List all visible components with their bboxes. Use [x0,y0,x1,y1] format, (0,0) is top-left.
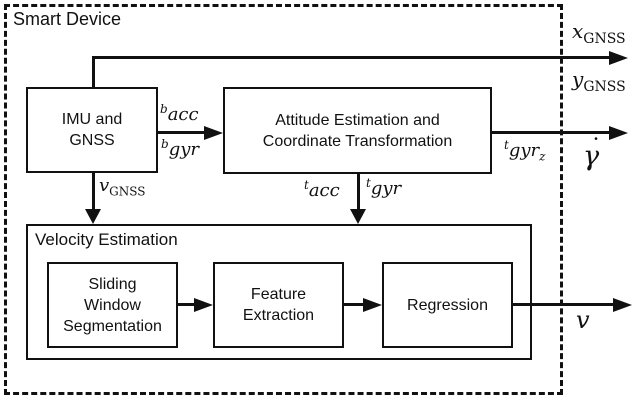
label-t-gyr-z: tgyrz [504,138,546,164]
sliding-label-line1: Sliding [88,275,137,293]
feature-regression-arrowhead-icon [363,297,382,312]
attitude-label-line2: Coordinate Transformation [262,132,453,150]
velocity-estimation-label: Velocity Estimation [35,230,178,249]
sliding-label-line2: Window [84,296,141,314]
feature-label-line1: Feature [250,286,307,303]
label-b-gyr: bgyr [161,137,199,160]
smart-device-boundary [4,4,563,395]
regression-block: Regression [382,262,513,348]
feature-label-line2: Extraction [242,307,315,324]
yaw-output-arrowhead-icon [609,125,628,140]
label-b-acc: bacc [160,102,199,125]
gnss-output-arrowhead-icon [609,51,628,65]
imu-gnss-label-line2: GNSS [69,132,115,149]
regression-label: Regression [407,296,488,314]
attitude-block: Attitude Estimation and Coordinate Trans… [223,87,492,174]
label-gamma-dot: ˙γ [583,134,602,172]
attitude-label-line1: Attitude Estimation and [275,111,440,129]
imu-velocity-line [92,173,95,209]
imu-gnss-label-line1: IMU and [61,111,123,128]
feature-extraction-block: Feature Extraction [213,262,344,348]
label-y-gnss: yGNSS [572,67,626,95]
imu-gnss-block: IMU and GNSS [26,87,158,173]
label-v-output: v [576,306,590,334]
velocity-output-line [513,303,613,306]
label-t-gyr: tgyr [366,176,402,199]
imu-attitude-line [158,131,205,134]
sliding-feature-line [178,303,195,306]
sliding-feature-arrowhead-icon [194,297,213,312]
label-x-gnss: xGNSS [572,19,626,47]
attitude-velocity-arrowhead-icon [350,209,366,224]
imu-attitude-arrowhead-icon [204,125,223,140]
attitude-velocity-line [357,174,360,209]
dot-accent-icon: ˙ [590,134,602,162]
sliding-label-line3: Segmentation [63,317,162,335]
velocity-output-arrowhead-icon [613,297,632,312]
yaw-output-line [492,131,609,134]
smart-device-label: Smart Device [13,9,122,29]
feature-regression-line [344,303,363,306]
sliding-window-block: Sliding Window Segmentation [47,262,178,348]
label-t-acc: tacc [304,178,340,201]
imu-velocity-arrowhead-icon [85,209,101,224]
gnss-output-line-horizontal [92,56,609,59]
gnss-output-line-vertical [92,56,95,87]
label-v-gnss: vGNSS [99,175,146,199]
